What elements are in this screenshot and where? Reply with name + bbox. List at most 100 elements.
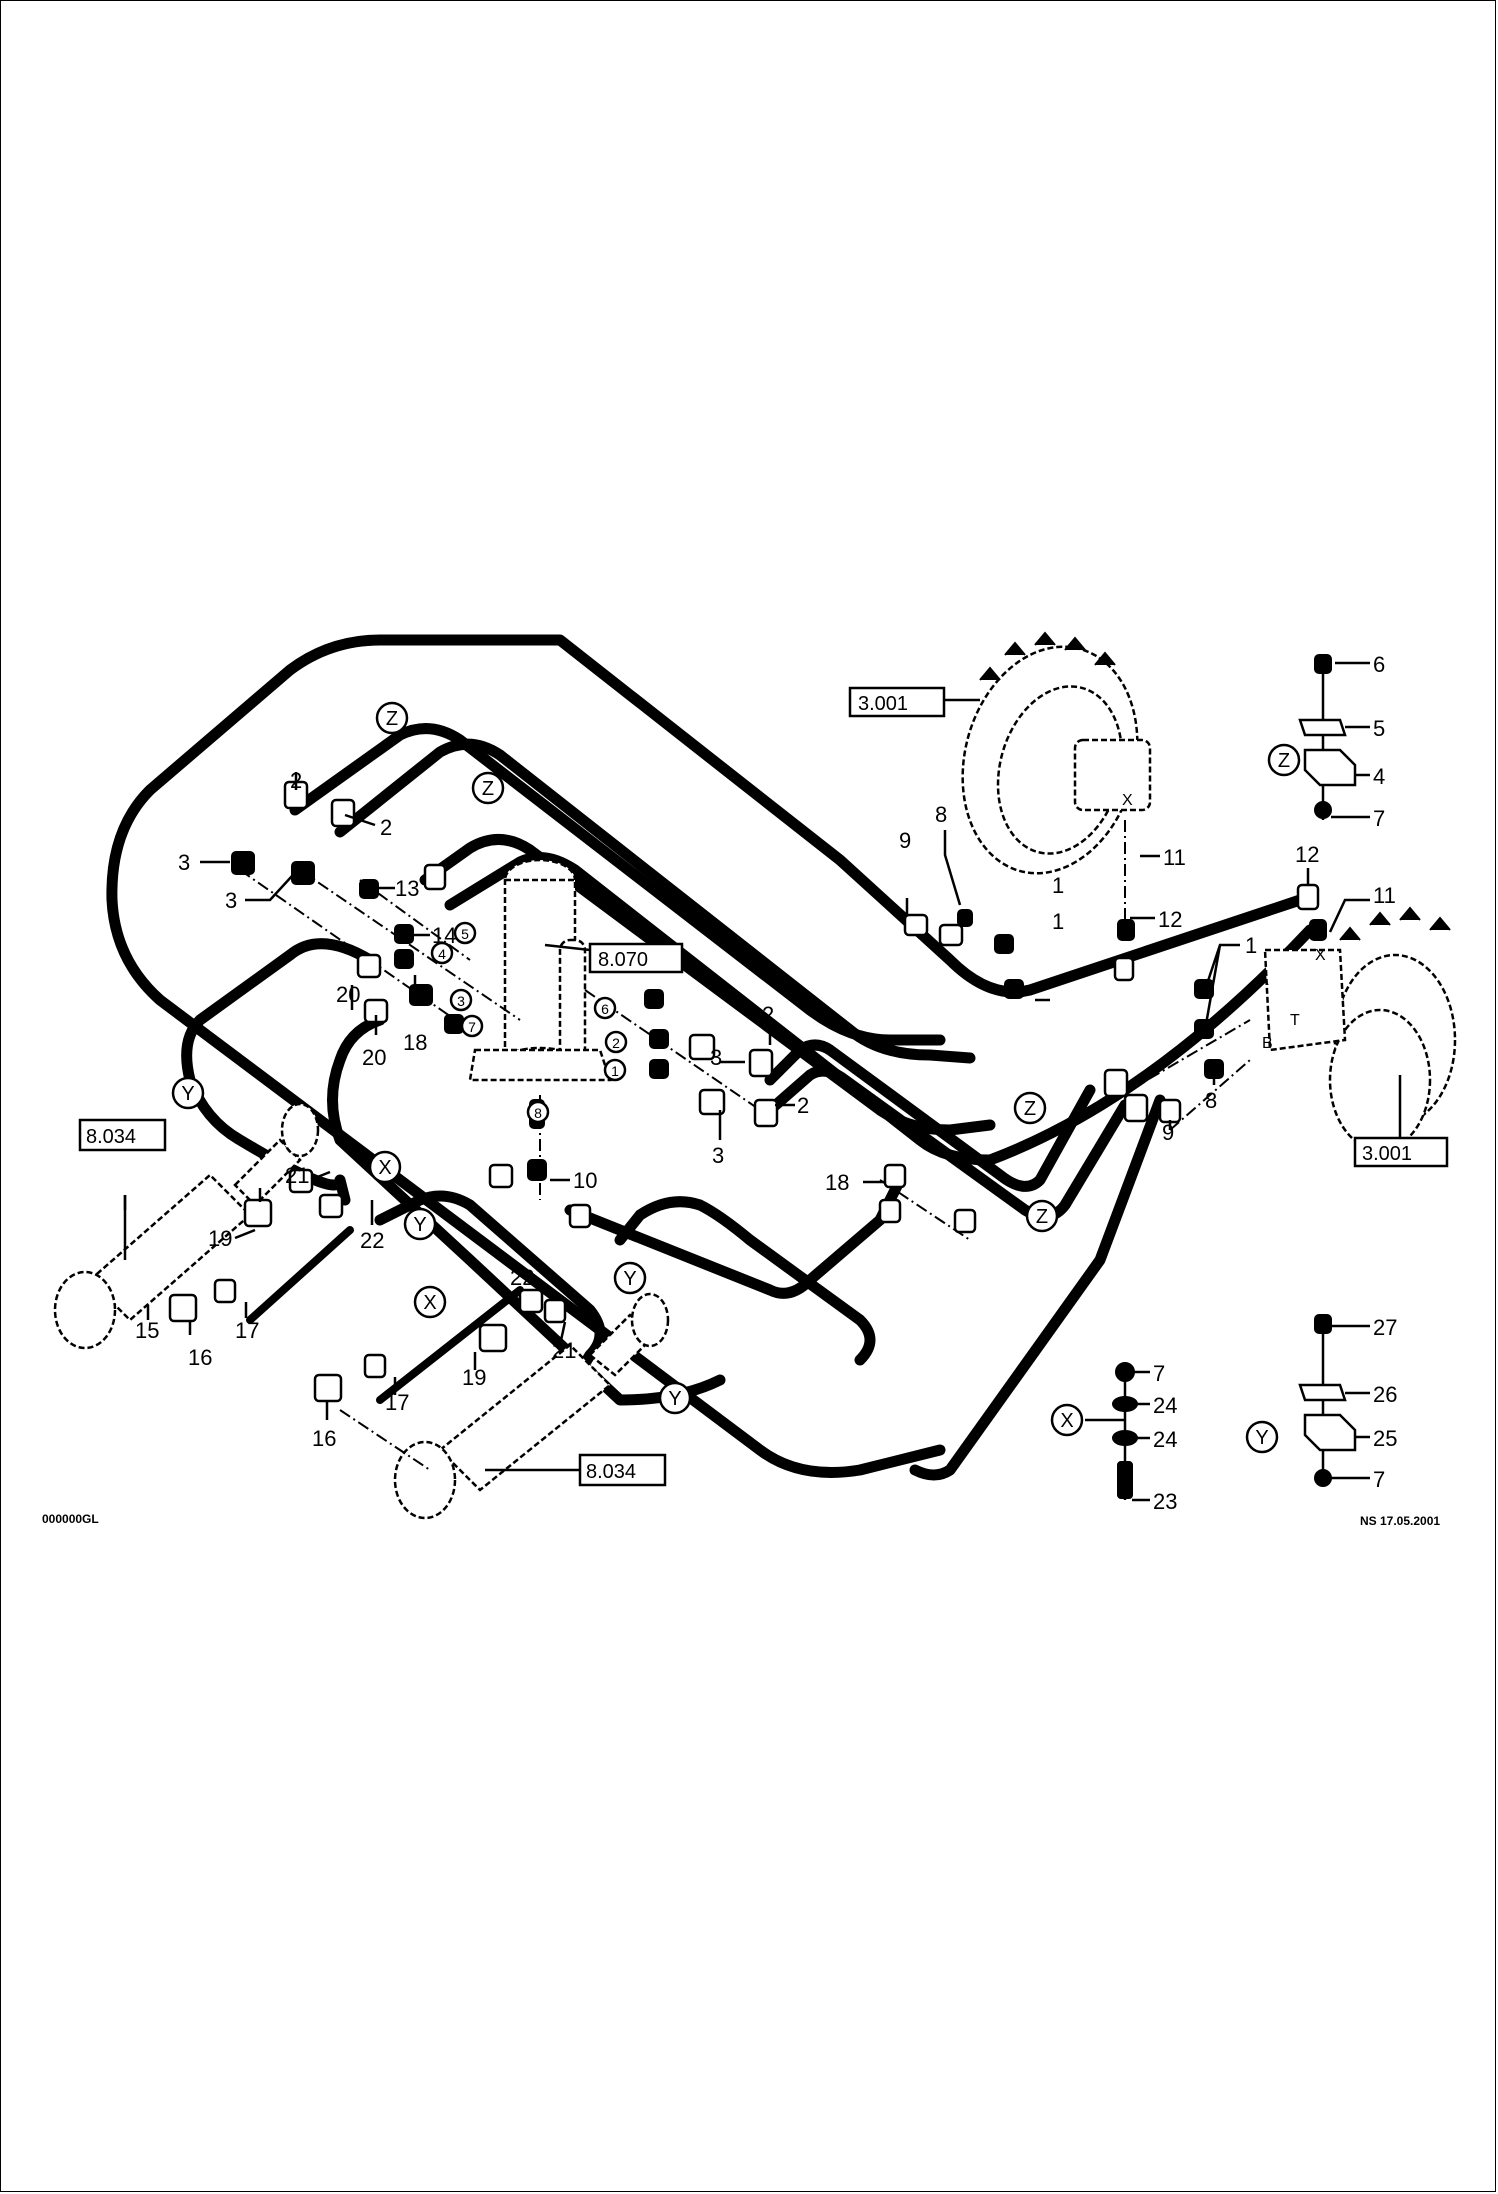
port-circle: 2 — [604, 1030, 628, 1054]
clamp-marker-x: X — [413, 1285, 447, 1319]
svg-text:Y: Y — [623, 1268, 636, 1290]
port-a: A — [1258, 972, 1269, 989]
svg-text:X: X — [423, 1292, 436, 1314]
callout: 2 — [762, 1002, 774, 1027]
svg-text:Y: Y — [668, 1388, 681, 1410]
svg-text:Y: Y — [413, 1214, 426, 1236]
port-circle: 7 — [460, 1014, 484, 1038]
callout: 24 — [1153, 1393, 1177, 1418]
clamp-marker-y: Y — [613, 1261, 647, 1295]
callout: 5 — [1373, 716, 1385, 741]
callout: 20 — [336, 982, 360, 1007]
port-circle: 5 — [453, 921, 477, 945]
callout: 22 — [510, 1265, 534, 1290]
clamp-marker-y: Y — [403, 1207, 437, 1241]
callout: 8 — [1205, 1088, 1217, 1113]
svg-text:5: 5 — [461, 926, 469, 942]
ref-label: 8.034 — [86, 1126, 136, 1148]
rotary-joint-ports: 5 4 3 7 6 2 1 8 — [430, 921, 628, 1124]
ref-label: 8.034 — [586, 1461, 636, 1483]
callout: 17 — [385, 1390, 409, 1415]
callout: 21 — [285, 1163, 309, 1188]
clamp-marker-z: Z — [1025, 1199, 1059, 1233]
svg-text:Z: Z — [1024, 1098, 1036, 1120]
port-b: B — [1262, 1035, 1273, 1052]
callout: 25 — [1373, 1426, 1397, 1451]
port-circle: 4 — [430, 941, 454, 965]
ref-box-rotary-joint[interactable]: 8.070 — [588, 942, 684, 974]
hose-right-3 — [909, 1094, 1166, 1481]
ref-box-motor-top[interactable]: 3.001 — [848, 686, 946, 718]
callout: 1 — [1052, 873, 1064, 898]
clamp-marker-z: Z — [1013, 1091, 1047, 1125]
hose-cyl-bottom — [376, 1286, 524, 1404]
callout: 10 — [573, 1168, 597, 1193]
callout: 3 — [712, 1143, 724, 1168]
ref-label: 3.001 — [858, 693, 908, 715]
callout: 27 — [1373, 1315, 1397, 1340]
callout: 18 — [403, 1030, 427, 1055]
ref-box-motor-right[interactable]: 3.001 — [1353, 1136, 1449, 1168]
revision-stamp: NS 17.05.2001 — [1360, 1514, 1441, 1528]
port-circle: 6 — [593, 996, 617, 1020]
travel-motor-right — [1263, 906, 1457, 1152]
callout: 13 — [395, 876, 419, 901]
svg-text:Z: Z — [482, 778, 494, 800]
svg-text:6: 6 — [601, 1001, 609, 1017]
clamp-assembly-z — [1298, 654, 1357, 820]
svg-text:8: 8 — [534, 1105, 542, 1121]
callout: 9 — [899, 828, 911, 853]
svg-text:X: X — [1060, 1410, 1073, 1432]
clamp-markers: Z Z Z Z Z Y Y Y Y Y X X X — [171, 701, 1301, 1454]
hose-right-1 — [764, 1039, 1096, 1192]
port-letters: A B T X X — [1122, 792, 1326, 1052]
clamp-marker-y: Y — [658, 1381, 692, 1415]
callout: 2 — [380, 815, 392, 840]
clamp-assembly-x — [1112, 1362, 1138, 1500]
callout: 16 — [312, 1426, 336, 1451]
callout: 3 — [710, 1045, 722, 1070]
svg-text:X: X — [378, 1157, 391, 1179]
ref-box-cylinder-left[interactable]: 8.034 — [78, 1118, 167, 1152]
ref-box-cylinder-bottom[interactable]: 8.034 — [578, 1453, 667, 1487]
fittings — [168, 780, 1327, 1403]
clamp-marker-z: Z — [1267, 743, 1301, 777]
callout: 7 — [1153, 1361, 1165, 1386]
callout: 12 — [1295, 842, 1319, 867]
callout: 2 — [797, 1093, 809, 1118]
callout: 3 — [225, 888, 237, 913]
svg-text:Z: Z — [1278, 750, 1290, 772]
callout: 1 — [1245, 933, 1257, 958]
callout: 2 — [290, 768, 302, 793]
callout: 20 — [362, 1045, 386, 1070]
rotary-joint — [468, 858, 612, 1082]
hose-cyl-left — [246, 1226, 354, 1324]
callout: 11 — [1373, 883, 1396, 908]
callout: 19 — [462, 1365, 486, 1390]
ref-label: 8.070 — [598, 949, 648, 971]
drawing-code: 000000GL — [42, 1512, 99, 1526]
leader-lines — [123, 661, 1402, 1502]
svg-text:3: 3 — [457, 993, 465, 1009]
callout: 19 — [208, 1226, 232, 1251]
callout: 16 — [188, 1345, 212, 1370]
ref-label: 3.001 — [1362, 1143, 1412, 1165]
callout: 9 — [1162, 1120, 1174, 1145]
callout: 7 — [1373, 806, 1385, 831]
callout: 15 — [135, 1318, 159, 1343]
callout: 12 — [1158, 907, 1182, 932]
hose-y-mid2 — [374, 1190, 606, 1386]
port-x-top: X — [1122, 792, 1133, 809]
clamp-marker-x: X — [368, 1150, 402, 1184]
callout: 21 — [552, 1338, 576, 1363]
callout: 17 — [235, 1318, 259, 1343]
callout: 6 — [1373, 652, 1385, 677]
port-t: T — [1290, 1012, 1300, 1029]
clamp-assembly-y — [1298, 1314, 1357, 1487]
port-circle: 8 — [526, 1100, 550, 1124]
svg-text:Z: Z — [1036, 1206, 1048, 1228]
callout: 7 — [1373, 1467, 1385, 1492]
svg-text:7: 7 — [468, 1019, 476, 1035]
callout: 1 — [1052, 909, 1064, 934]
callout: 23 — [1153, 1489, 1177, 1514]
